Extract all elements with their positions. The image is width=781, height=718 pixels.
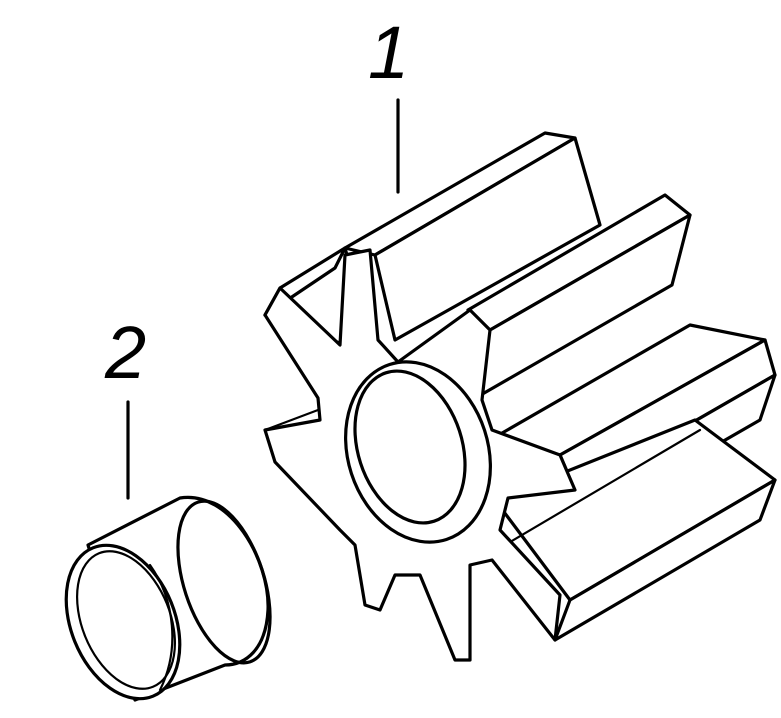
impeller-vane-upper-right — [466, 193, 692, 402]
sleeve-near-end — [64, 543, 182, 701]
callout-2-number: 2 — [104, 311, 146, 394]
impeller-drawing — [263, 131, 777, 662]
callout-1-number: 1 — [368, 11, 409, 94]
sleeve-drawing — [64, 495, 272, 702]
sleeve-far-end — [176, 499, 272, 665]
impeller-bore — [344, 360, 492, 544]
sleeve-inner-edge — [75, 550, 177, 690]
impeller-vane-edges — [263, 253, 577, 662]
impeller-vane-lower-right — [493, 418, 777, 642]
